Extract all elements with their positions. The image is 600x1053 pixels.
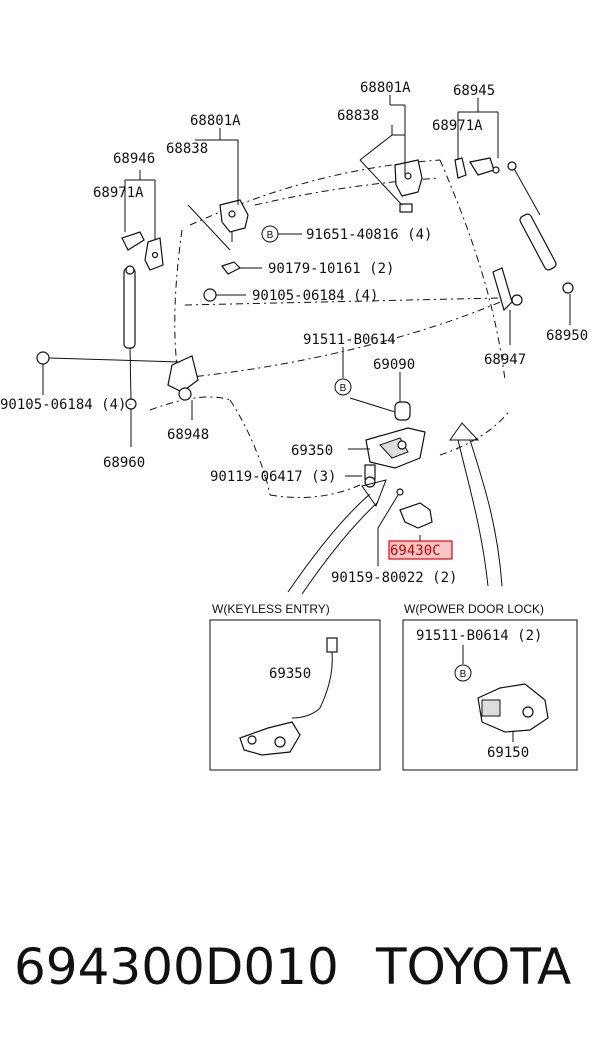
footer: 694300D010 TOYOTA (0, 938, 600, 1008)
stud-68947 (492, 267, 523, 312)
label-68960: 68960 (103, 455, 145, 471)
inset-power-title: W(POWER DOOR LOCK) (404, 602, 544, 616)
label-69350: 69350 (291, 443, 333, 459)
label-91511: 91511-B0614 (303, 332, 396, 348)
connector-icon (326, 637, 338, 653)
label-90105-left: 90105-06184 (4) (0, 397, 126, 413)
part-69090 (394, 401, 411, 421)
inset-keyless-part: 69350 (269, 666, 311, 682)
inset-keyless-title: W(KEYLESS ENTRY) (212, 602, 330, 616)
bolt-90179 (221, 261, 242, 275)
label-90159: 90159-80022 (2) (331, 570, 457, 586)
callout-b-letter: B (460, 669, 467, 680)
label-69430C: 69430C (390, 543, 441, 559)
inset-power-frame (402, 619, 578, 771)
inset-power-door-lock: W(POWER DOOR LOCK) 91511-B0614 (2) B 691… (402, 602, 578, 771)
label-68838-left: 68838 (166, 141, 208, 157)
leader-lines (48, 95, 571, 566)
label-68801A-right: 68801A (360, 80, 411, 96)
back-door-outline (149, 159, 511, 499)
label-90179: 90179-10161 (2) (268, 261, 394, 277)
inset-power-part: 69150 (487, 745, 529, 761)
bolt-90119 (364, 464, 376, 488)
bracket-68971A-right (454, 157, 500, 179)
gas-strut-left (123, 265, 137, 410)
footer-part-number: 694300D010 (14, 938, 339, 996)
label-68946: 68946 (113, 151, 155, 167)
wire-harness (291, 651, 333, 719)
hinge-left (219, 199, 249, 242)
lock-cam-icon (274, 736, 286, 748)
label-68838-right: 68838 (337, 108, 379, 124)
part-labels: 68801A 68945 68801A 68838 68971A 68946 6… (0, 80, 588, 586)
callout-b-inset (454, 664, 472, 682)
label-68948: 68948 (167, 427, 209, 443)
callout-b-top: B (261, 225, 279, 243)
inset-power-screw: 91511-B0614 (2) (416, 628, 542, 644)
arrows (287, 422, 503, 595)
inset-keyless-frame (209, 619, 381, 771)
label-68945: 68945 (453, 83, 495, 99)
actuator-gear-icon (522, 706, 534, 718)
lock-pin-icon (247, 735, 257, 745)
bracket-68971A-left (121, 231, 164, 271)
striker-69430C (396, 488, 433, 529)
actuator-69150 (477, 683, 549, 733)
footer-brand: TOYOTA (376, 938, 572, 996)
bolt-90105-upper (203, 288, 226, 302)
actuator-motor-icon (481, 699, 501, 717)
stud-68948 (167, 355, 199, 401)
bolt-90105-left (36, 351, 50, 395)
inset-keyless-entry: W(KEYLESS ENTRY) 69350 (209, 602, 381, 771)
lock-69350 (365, 427, 426, 469)
highlight-69430C (388, 540, 453, 560)
gas-strut-right (507, 161, 574, 294)
callout-b-letter: B (267, 230, 274, 241)
callout-b-letter: B (340, 383, 347, 394)
label-90119: 90119-06417 (3) (210, 469, 336, 485)
label-90105-upper: 90105-06184 (4) (252, 288, 378, 304)
label-68971A-right: 68971A (432, 118, 483, 134)
label-69090: 69090 (373, 357, 415, 373)
hinge-right (394, 159, 423, 213)
lock-69350-inset (239, 721, 301, 756)
label-68947: 68947 (484, 352, 526, 368)
label-91651: 91651-40816 (4) (306, 227, 432, 243)
label-68950: 68950 (546, 328, 588, 344)
label-68801A-left: 68801A (190, 113, 241, 129)
label-68971A-left: 68971A (93, 185, 144, 201)
callout-b-mid: B (334, 378, 352, 396)
